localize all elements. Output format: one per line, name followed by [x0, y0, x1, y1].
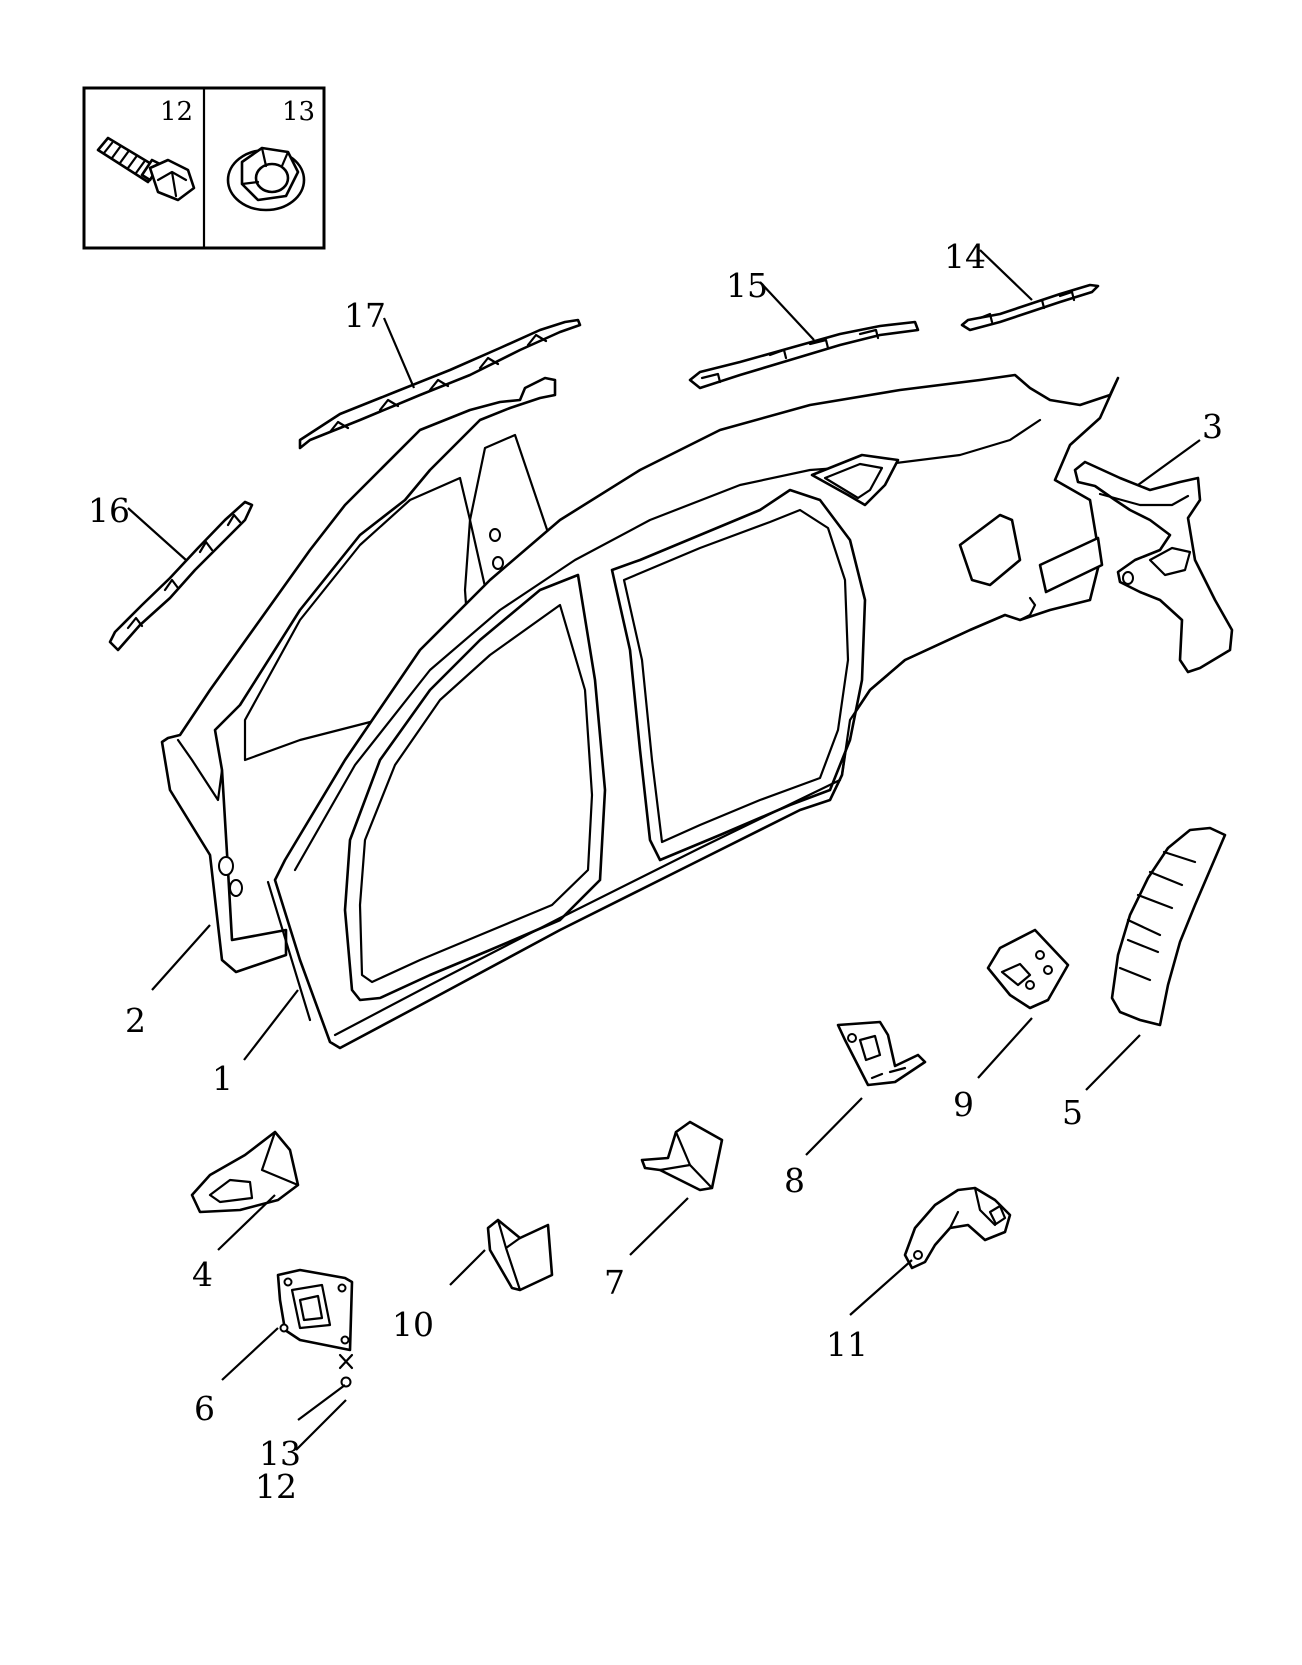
leader-lines [127, 249, 1201, 1451]
part-3-rear-extension [1073, 460, 1234, 674]
callout-6: 6 [194, 1389, 215, 1428]
callout-16: 16 [88, 491, 130, 530]
part-6-reinforcement-plate [276, 1268, 354, 1388]
part-16-pillar-strip [108, 500, 254, 652]
flange-nut-icon [226, 146, 306, 212]
part-8-bracket [836, 1020, 927, 1087]
part-17-roof-rail-strip [298, 318, 582, 450]
fastener-inset: 12 13 [82, 86, 326, 250]
part-7-angle-bracket [640, 1120, 724, 1192]
part-11-curved-bracket [903, 1186, 1012, 1270]
callout-7: 7 [604, 1263, 625, 1302]
callout-14: 14 [944, 237, 986, 276]
callout-8: 8 [784, 1161, 805, 1200]
callout-9: 9 [953, 1085, 974, 1124]
part-9-plate-bracket [986, 928, 1070, 1010]
callout-17: 17 [344, 296, 386, 335]
callout-1: 1 [212, 1059, 233, 1098]
part-14-short-strip [960, 283, 1100, 332]
callout-2: 2 [125, 1001, 146, 1040]
callout-5: 5 [1062, 1093, 1083, 1132]
callout-11: 11 [826, 1325, 868, 1364]
callout-numbers: 1 2 3 4 5 6 7 8 9 10 11 12 13 14 15 16 1… [88, 237, 1223, 1506]
part-15-roof-strip [688, 320, 920, 390]
callout-12: 12 [255, 1467, 297, 1506]
part-10-angle-bracket [486, 1218, 554, 1292]
part-5-rocker-stiffener [1110, 826, 1227, 1027]
inset-label-13: 13 [282, 97, 315, 127]
inset-label-12: 12 [160, 97, 193, 127]
callout-10: 10 [392, 1305, 434, 1344]
part-1-outer-body-side [266, 373, 1120, 1050]
callout-15: 15 [726, 266, 768, 305]
bolt-icon [96, 136, 196, 202]
callout-3: 3 [1202, 407, 1223, 446]
callout-4: 4 [192, 1255, 213, 1294]
callout-13: 13 [259, 1434, 301, 1473]
part-4-front-bracket [190, 1130, 300, 1214]
